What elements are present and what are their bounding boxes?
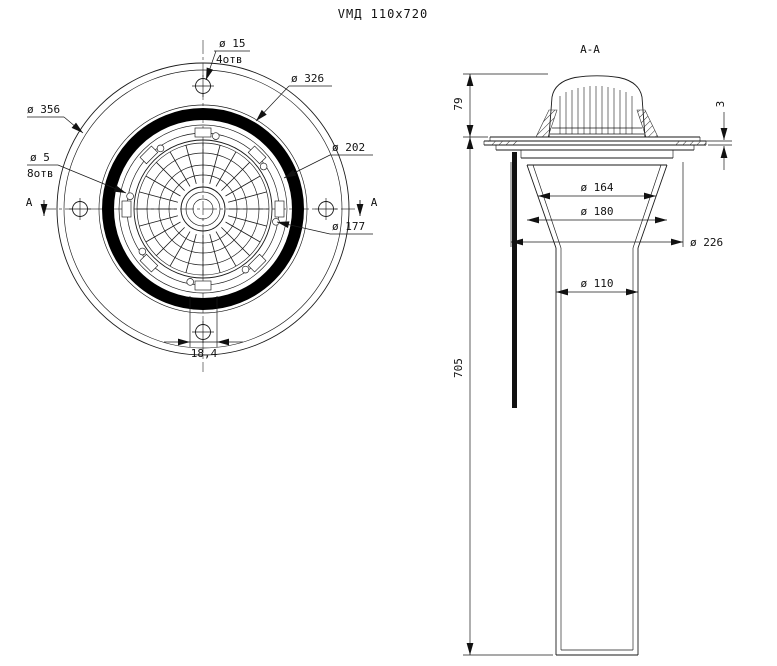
dim-180-label: ø 180: [580, 205, 613, 218]
dim-180-diameter: ø 180: [527, 205, 667, 224]
dim-705-label: 705: [452, 358, 465, 378]
seal-bar: [512, 152, 517, 408]
dim-bolt-holes: ø 15 4отв: [205, 37, 250, 81]
clip-tabs: [121, 127, 285, 291]
dim-ring-diameter-label: ø 326: [291, 72, 324, 85]
dim-slot-width: 18,4: [164, 296, 243, 360]
dim-177-diameter: ø 177: [276, 220, 373, 235]
dim-cap-height: 79: [452, 73, 548, 138]
funnel: [526, 164, 668, 249]
hub-circle: [180, 186, 226, 232]
dim-ring-diameter: ø 326: [255, 72, 332, 122]
dim-outer-diameter: ø 356: [27, 103, 84, 134]
dim-164-diameter: ø 164: [538, 181, 656, 200]
membrane-hatch-left: [488, 141, 518, 145]
dim-slot-label: 18,4: [191, 347, 218, 360]
section-letter-right: A: [371, 196, 378, 209]
dim-226-label: ø 226: [690, 236, 723, 249]
section-view: A-A: [452, 43, 732, 656]
section-view-label: A-A: [580, 43, 600, 56]
flange: [483, 136, 707, 159]
dim-164-label: ø 164: [580, 181, 613, 194]
clamp-ring-circle: [102, 108, 304, 310]
top-view: A A ø 15 4отв ø 356 ø 5 8отв ø 326: [26, 37, 378, 372]
dim-202-label: ø 202: [332, 141, 365, 154]
dim-bolt-diameter-label: ø 15: [219, 37, 246, 50]
dim-110-label: ø 110: [580, 277, 613, 290]
drain-pipe: [555, 248, 639, 656]
grille-rim-circle: [133, 139, 273, 279]
cap: [535, 75, 659, 138]
dim-outer-diameter-label: ø 356: [27, 103, 60, 116]
dim-177-label: ø 177: [332, 220, 365, 233]
grille-spokes: [136, 142, 269, 276]
drawing-title: VMД 110x720: [338, 7, 428, 21]
section-letter-left: A: [26, 196, 33, 209]
dim-110-diameter: ø 110: [556, 277, 638, 296]
outer-flange-circle: [56, 62, 350, 356]
cap-ribs: [559, 86, 633, 134]
dim-3-label: 3: [714, 101, 727, 108]
dim-membrane-thickness: 3: [702, 101, 732, 170]
bolt-holes: [68, 75, 338, 344]
section-cut-markers: A A: [26, 196, 378, 216]
dim-202-diameter: ø 202: [283, 141, 373, 179]
dim-79-label: 79: [452, 97, 465, 110]
dim-226-diameter: ø 226: [510, 162, 723, 249]
dim-screw-count-label: 8отв: [27, 167, 54, 180]
membrane-hatch-right: [676, 141, 706, 145]
dim-screw-diameter-label: ø 5: [30, 151, 50, 164]
dim-bolt-count-label: 4отв: [216, 53, 243, 66]
dim-screw-holes: ø 5 8отв: [27, 151, 127, 194]
dim-total-height: 705: [452, 137, 553, 656]
